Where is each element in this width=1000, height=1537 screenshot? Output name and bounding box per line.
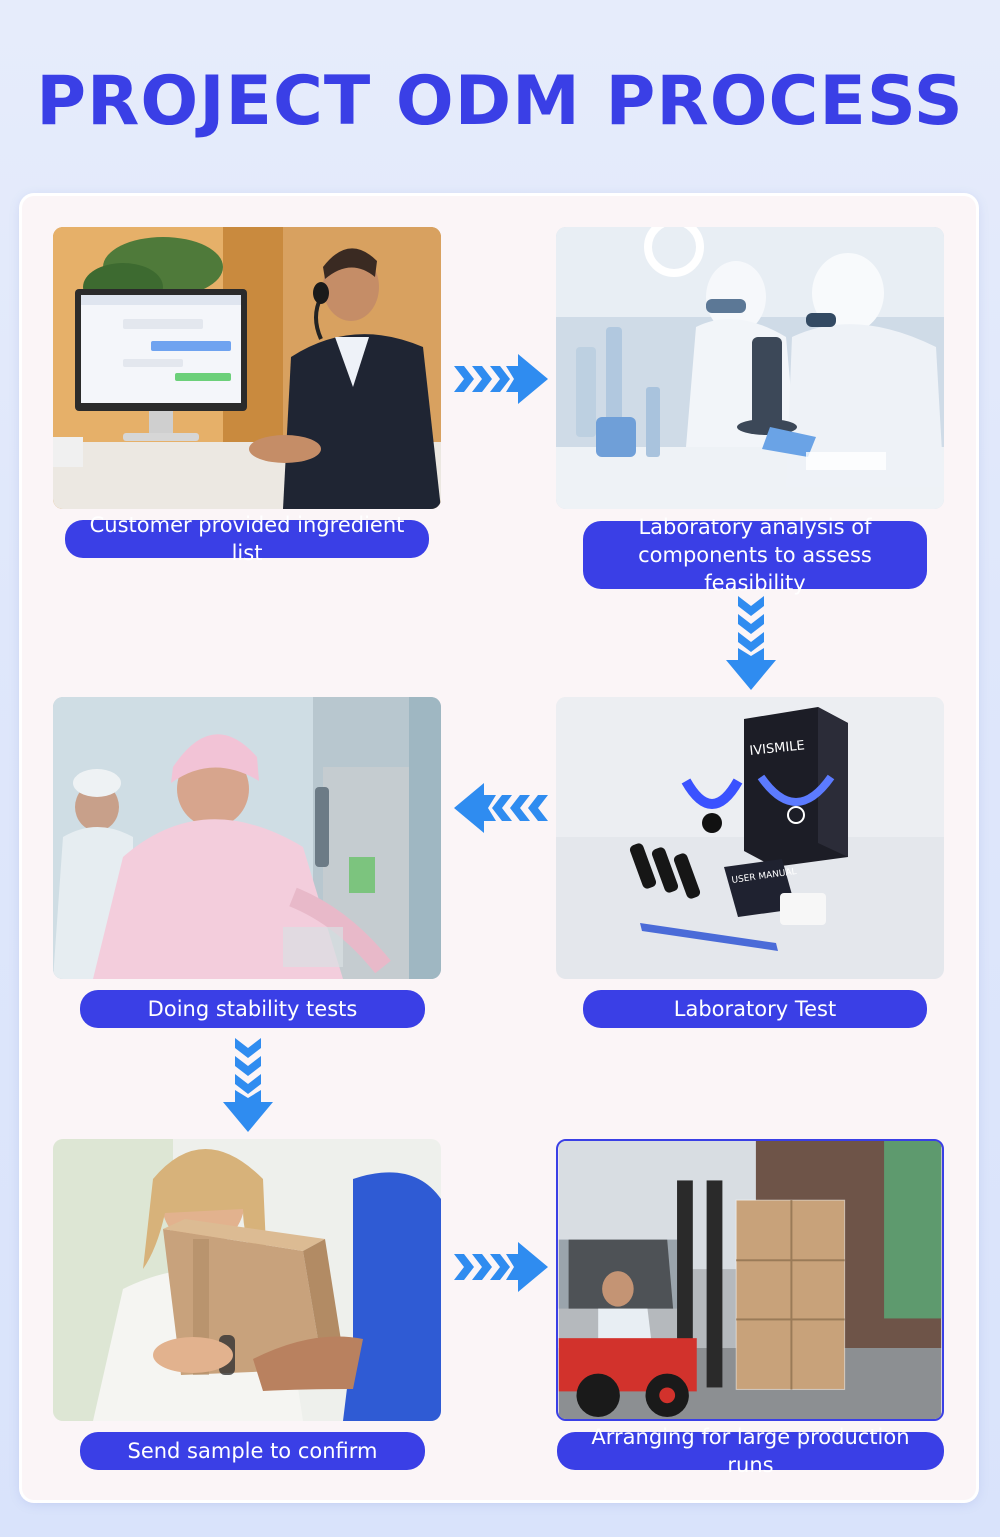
- step-3-photo: IVISMILE USER MANUAL: [556, 697, 944, 979]
- page-title: PROJECT ODM PROCESS: [36, 62, 964, 141]
- step-3-label: Laboratory Test: [583, 990, 927, 1028]
- product-brand: IVISMILE: [749, 738, 806, 759]
- step-6-photo: [556, 1139, 944, 1421]
- step-4-photo: [53, 697, 441, 979]
- customer-service-illustration: [53, 227, 441, 509]
- step-6-label: Arranging for large production runs: [557, 1425, 944, 1477]
- step-1-label: Customer provided ingredient list: [65, 513, 429, 565]
- stability-test-illustration: [53, 697, 441, 979]
- step-5-photo: [53, 1139, 441, 1421]
- warehouse-forklift-illustration: [558, 1141, 942, 1419]
- step-2-photo: [556, 227, 944, 509]
- laboratory-illustration: [556, 227, 944, 509]
- arrow-right-icon: [454, 354, 548, 404]
- arrow-down-icon: [726, 596, 776, 690]
- product-kit-illustration: IVISMILE USER MANUAL: [556, 697, 944, 979]
- arrow-right-icon: [454, 1242, 548, 1292]
- step-2-label: Laboratory analysis of components to ass…: [583, 515, 927, 595]
- package-delivery-illustration: [53, 1139, 441, 1421]
- arrow-down-icon: [223, 1038, 273, 1132]
- step-4-label: Doing stability tests: [80, 990, 425, 1028]
- arrow-left-icon: [454, 783, 548, 833]
- step-1-photo: [53, 227, 441, 509]
- step-5-label: Send sample to confirm: [80, 1432, 425, 1470]
